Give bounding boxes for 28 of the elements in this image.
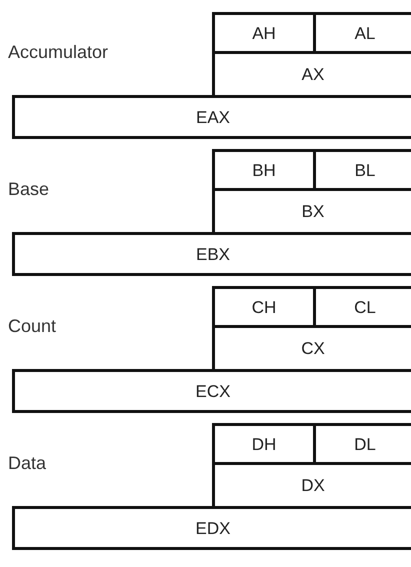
- register-description: Count: [8, 316, 56, 337]
- register-name: AX: [302, 66, 324, 83]
- register-name: DX: [301, 477, 325, 494]
- register-name: AH: [252, 25, 276, 42]
- register-box: [212, 286, 411, 372]
- register-name: BH: [252, 162, 276, 179]
- register-name: BL: [354, 162, 376, 179]
- register-description: Accumulator: [8, 42, 108, 63]
- register-name: CX: [301, 340, 325, 357]
- register-box: [212, 149, 411, 235]
- register-name: DL: [354, 436, 376, 453]
- register-name: EBX: [196, 246, 230, 263]
- register-cell: [12, 232, 411, 276]
- register-name: BX: [302, 203, 324, 220]
- register-name: CH: [252, 299, 276, 316]
- register-cell: [12, 95, 411, 139]
- register-name: ECX: [196, 383, 230, 400]
- register-name: AL: [354, 25, 376, 42]
- register-box: [212, 12, 411, 98]
- register-name: EAX: [196, 109, 230, 126]
- register-cell: [12, 506, 411, 550]
- register-name: EDX: [196, 520, 230, 537]
- register-cell: [12, 369, 411, 413]
- register-box: [212, 423, 411, 509]
- register-description: Base: [8, 179, 50, 200]
- register-name: CL: [354, 299, 376, 316]
- register-name: DH: [252, 436, 276, 453]
- register-description: Data: [8, 453, 46, 474]
